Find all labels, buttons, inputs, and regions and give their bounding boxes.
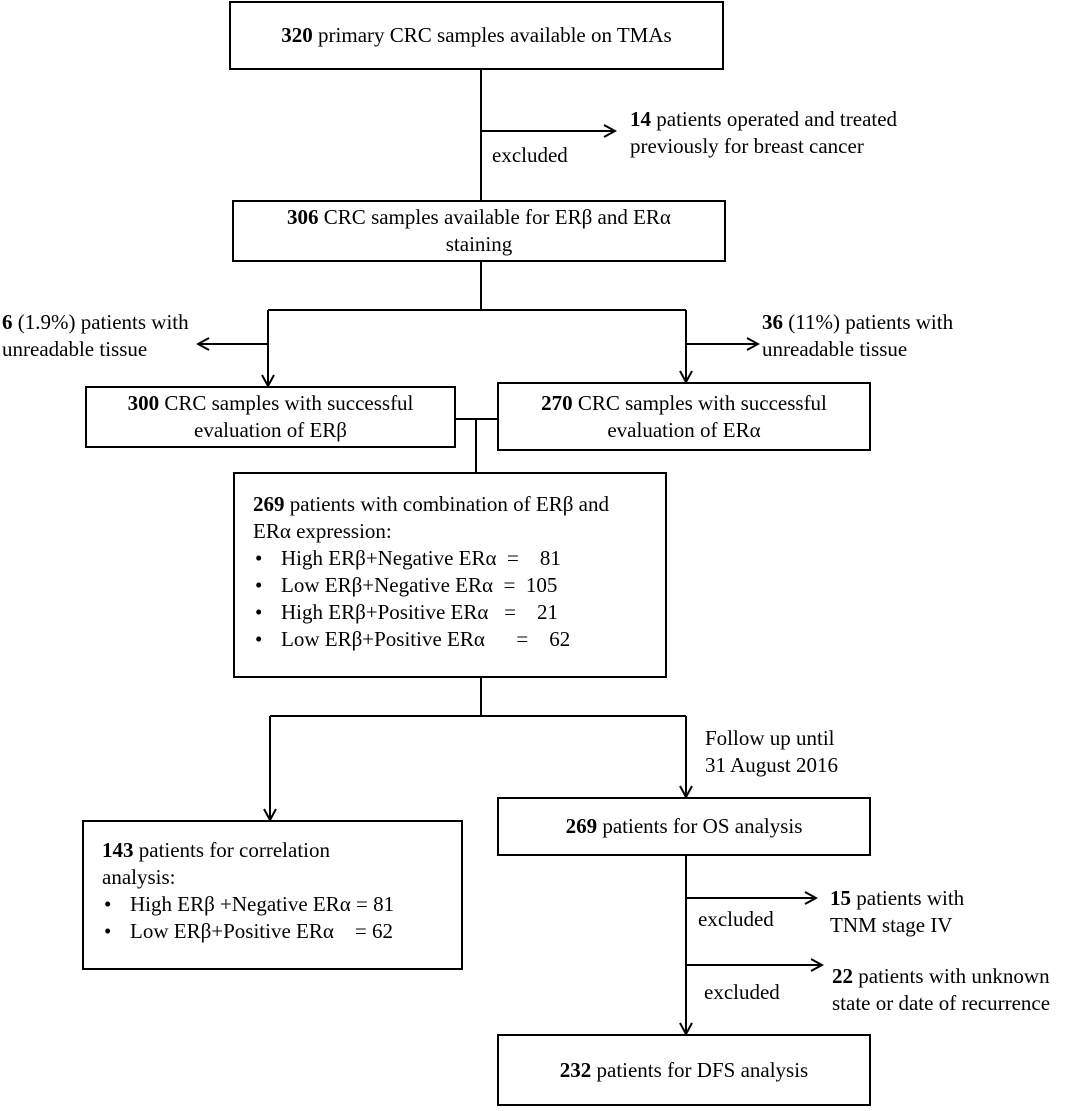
box-combo-text2: ERα expression: [253, 519, 392, 543]
note-breast-text1: patients operated and treated [656, 107, 898, 131]
list-item: Low ERβ+Negative ERα = 105 [253, 572, 665, 599]
note-unreadable-left: 6 (1.9%) patients with unreadable tissue [2, 309, 189, 363]
box-corr-text1: patients for correlation [138, 838, 331, 862]
box-combination: 269 patients with combination of ERβ and… [233, 472, 667, 678]
note-breast-num: 14 [630, 107, 651, 131]
note-unreadable-right-num: 36 [762, 310, 783, 334]
list-item: Low ERβ+Positive ERα = 62 [253, 626, 665, 653]
box-dfs-num: 232 [559, 1057, 592, 1082]
box-erb-text2: evaluation of ERβ [194, 418, 347, 442]
list-item: High ERβ +Negative ERα = 81 [102, 891, 461, 918]
box-tma-samples: 320 primary CRC samples available on TMA… [229, 1, 724, 70]
box-staining-text2: staining [445, 232, 513, 256]
box-erb-evaluation: 300 CRC samples with successful evaluati… [85, 386, 456, 448]
note-tnm-text2: TNM stage IV [830, 913, 953, 937]
label-excluded-tnm: excluded [698, 907, 774, 931]
note-tnm-text1: patients with [856, 886, 965, 910]
box-correlation: 143 patients for correlation analysis: H… [82, 820, 463, 970]
label-excluded-breast: excluded [492, 143, 568, 167]
box-staining-num: 306 [287, 205, 319, 229]
box-dfs-analysis: 232 patients for DFS analysis [497, 1034, 871, 1106]
note-unreadable-right-text1: (11%) patients with [788, 310, 954, 334]
box-erb-num: 300 [127, 391, 160, 415]
box-combo-num: 269 [253, 492, 285, 516]
note-unreadable-right-text2: unreadable tissue [762, 337, 908, 361]
box-era-text1: CRC samples with successful [577, 390, 827, 415]
box-staining-samples: 306 CRC samples available for ERβ and ER… [232, 200, 726, 262]
note-unreadable-left-text2: unreadable tissue [2, 337, 148, 361]
box-tma-num: 320 [281, 23, 313, 47]
note-recurrence-text2: state or date of recurrence [832, 991, 1051, 1015]
list-item: High ERβ+Positive ERα = 21 [253, 599, 665, 626]
box-era-evaluation: 270 CRC samples with successful evaluati… [497, 382, 871, 451]
note-breast-text2: previously for breast cancer [630, 134, 864, 158]
note-tnm-stage: 15 patients with TNM stage IV [830, 885, 964, 939]
note-follow-up-text2: 31 August 2016 [705, 753, 839, 777]
box-os-analysis: 269 patients for OS analysis [497, 797, 871, 856]
box-staining-text1: CRC samples available for ERβ and ERα [323, 205, 671, 229]
note-tnm-num: 15 [830, 886, 851, 910]
box-dfs-text: patients for DFS analysis [596, 1057, 809, 1082]
box-era-text2: evaluation of ERα [607, 417, 761, 442]
list-item: Low ERβ+Positive ERα = 62 [102, 918, 461, 945]
note-unreadable-left-text1: (1.9%) patients with [17, 310, 189, 334]
list-item: High ERβ+Negative ERα = 81 [253, 545, 665, 572]
note-breast-cancer: 14 patients operated and treated previou… [630, 106, 897, 160]
box-os-text: patients for OS analysis [602, 814, 803, 838]
box-tma-text: primary CRC samples available on TMAs [318, 23, 672, 47]
note-recurrence-text1: patients with unknown [858, 964, 1050, 988]
box-corr-text2: analysis: [102, 865, 176, 889]
box-os-num: 269 [565, 814, 598, 838]
note-follow-up: Follow up until 31 August 2016 [705, 725, 838, 779]
note-follow-up-text1: Follow up until [705, 726, 835, 750]
label-excluded-recurrence: excluded [704, 980, 780, 1004]
box-erb-text1: CRC samples with successful [164, 391, 414, 415]
box-corr-num: 143 [102, 838, 134, 862]
box-era-num: 270 [541, 390, 573, 415]
box-combo-text1: patients with combination of ERβ and [289, 492, 609, 516]
note-unreadable-left-num: 6 [2, 310, 13, 334]
note-unreadable-right: 36 (11%) patients with unreadable tissue [762, 309, 953, 363]
note-recurrence-num: 22 [832, 964, 853, 988]
note-recurrence: 22 patients with unknown state or date o… [832, 963, 1050, 1017]
